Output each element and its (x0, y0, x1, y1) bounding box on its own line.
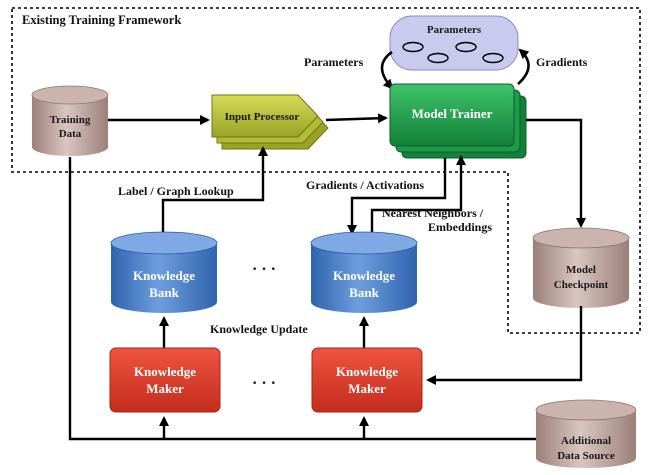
knowledge-bank-left-label-1: Knowledge (133, 268, 195, 283)
knowledge-bank-right: Knowledge Bank (310, 231, 418, 313)
trainer-to-checkpoint-arrow (526, 118, 586, 228)
additional-source-label-2: Data Source (557, 450, 615, 462)
model-checkpoint-label-1: Model (566, 264, 596, 276)
framework-title: Existing Training Framework (22, 13, 181, 27)
model-checkpoint-label-2: Checkpoint (554, 279, 609, 291)
knowledge-maker-right-label-1: Knowledge (336, 364, 398, 379)
model-trainer-label: Model Trainer (412, 106, 493, 121)
nearest-neighbors-edge-label-2: Embeddings (428, 220, 492, 234)
parameters-edge-label: Parameters (304, 55, 364, 69)
maker-ellipsis: · · · (252, 375, 276, 392)
knowledge-maker-left-label-1: Knowledge (134, 364, 196, 379)
gradients-edge-label: Gradients (536, 55, 588, 69)
gradients-activations-arrow (347, 158, 447, 235)
knowledge-maker-right: Knowledge Maker (311, 347, 423, 413)
training-data-label-1: Training (50, 114, 91, 126)
knowledge-update-edge-label: Knowledge Update (210, 322, 308, 336)
training-data-cylinder: Training Data (31, 85, 109, 156)
parameters-arrow (380, 50, 394, 90)
framework-boundary (11, 7, 641, 334)
model-checkpoint-cylinder: Model Checkpoint (532, 227, 630, 308)
additional-source-label-1: Additional (561, 435, 611, 447)
label-lookup-edge-label: Label / Graph Lookup (118, 184, 234, 198)
knowledge-bank-right-label-2: Bank (349, 285, 379, 300)
lookup-arrow (161, 146, 268, 236)
bank-ellipsis: · · · (252, 261, 276, 278)
knowledge-maker-left-label-2: Maker (146, 381, 184, 396)
additional-data-source-cylinder: Additional Data Source (535, 399, 637, 468)
gradients-arrow (517, 48, 530, 85)
knowledge-bank-left-label-2: Bank (149, 285, 179, 300)
training-data-label-2: Data (59, 128, 82, 140)
knowledge-maker-right-label-2: Maker (348, 381, 386, 396)
gradients-activations-edge-label: Gradients / Activations (306, 178, 424, 192)
processor-to-trainer-arrow (325, 113, 388, 124)
input-processor-label: Input Processor (225, 111, 300, 123)
knowledge-bank-left: Knowledge Bank (110, 231, 218, 313)
parameters-cloud: Parameters (389, 15, 519, 71)
checkpoint-to-maker-arrow (426, 306, 583, 385)
data-bus-line (68, 157, 536, 441)
nearest-neighbors-edge-label-1: Nearest Neighbors / (382, 206, 484, 220)
knowledge-maker-left: Knowledge Maker (109, 347, 221, 413)
input-processor: Input Processor (211, 94, 329, 150)
model-trainer: Model Trainer (389, 83, 527, 159)
knowledge-bank-right-label-1: Knowledge (333, 268, 395, 283)
parameters-cloud-label: Parameters (427, 24, 482, 36)
nearest-neighbors-arrow (370, 155, 466, 236)
